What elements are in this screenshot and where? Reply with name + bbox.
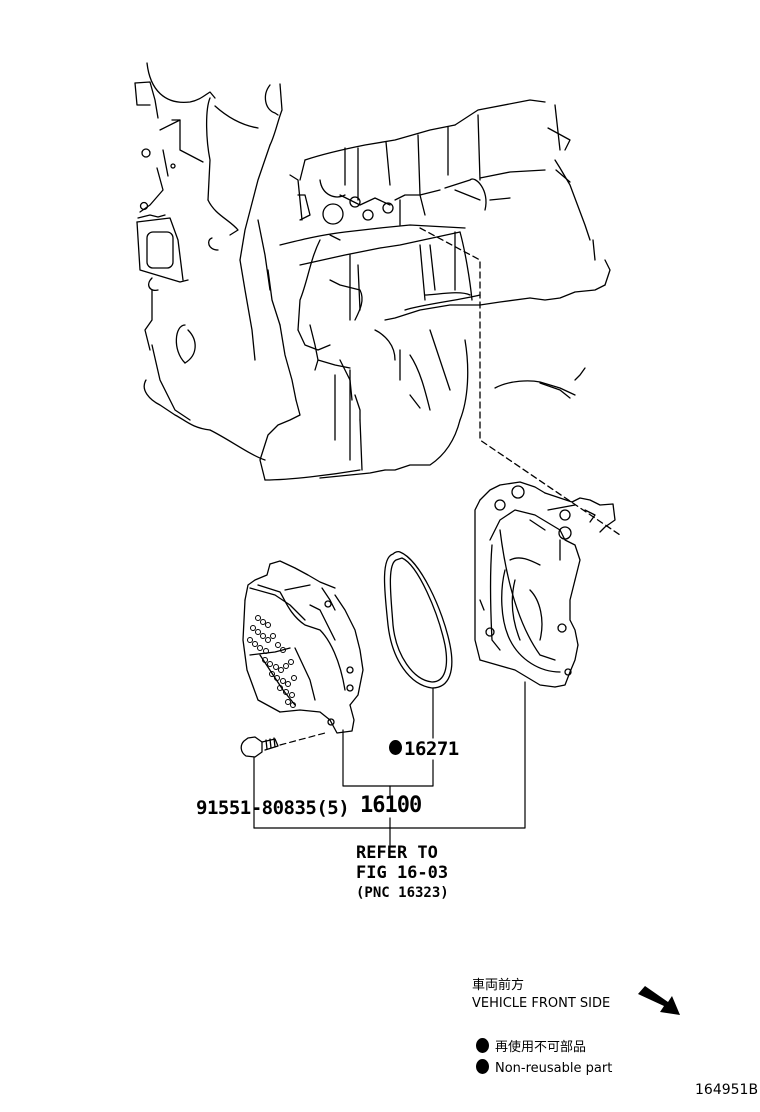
non-reusable-en: Non-reusable part <box>495 1061 613 1076</box>
leader-lines <box>253 681 526 846</box>
vehicle-front-arrow-icon <box>638 986 680 1015</box>
non-reusable-dot-icon <box>476 1059 489 1074</box>
alignment-dashed-lines <box>279 227 621 746</box>
callout-bolt: 91551-80835(5) <box>196 797 350 819</box>
non-reusable-jp-row: 再使用不可部品 <box>476 1037 612 1058</box>
reference-line-3: (PNC 16323) <box>356 885 449 901</box>
callout-16271: 16271 <box>389 738 459 760</box>
front-side-en: VEHICLE FRONT SIDE <box>472 996 611 1011</box>
figure-id: 164951B <box>695 1082 759 1098</box>
bolt-part-number: 91551-80835(5) <box>196 797 350 819</box>
gasket-part-number: 16271 <box>404 738 459 760</box>
engine-block-drawing <box>134 62 611 481</box>
reference-line-1: REFER TO <box>356 843 438 863</box>
pump-housing-drawing <box>474 481 616 688</box>
bolt-drawing <box>240 736 279 758</box>
legend-front-side: 車両前方 VEHICLE FRONT SIDE <box>472 977 610 1013</box>
non-reusable-jp: 再使用不可部品 <box>495 1040 587 1055</box>
vacuum-pump-drawing <box>242 560 364 734</box>
reference-line-2: FIG 16-03 <box>356 863 449 883</box>
gasket-drawing <box>383 550 453 689</box>
legend-non-reusable: 再使用不可部品 Non-reusable part <box>476 1037 612 1079</box>
callout-housing-reference: REFER TO FIG 16-03 (PNC 16323) <box>356 843 449 903</box>
non-reusable-en-row: Non-reusable part <box>476 1058 612 1079</box>
non-reusable-dot-icon <box>389 740 402 755</box>
non-reusable-dot-icon <box>476 1038 489 1053</box>
pump-part-number: 16100 <box>360 793 422 818</box>
front-side-jp: 車両前方 <box>472 978 525 993</box>
callout-16100: 16100 <box>360 793 422 818</box>
